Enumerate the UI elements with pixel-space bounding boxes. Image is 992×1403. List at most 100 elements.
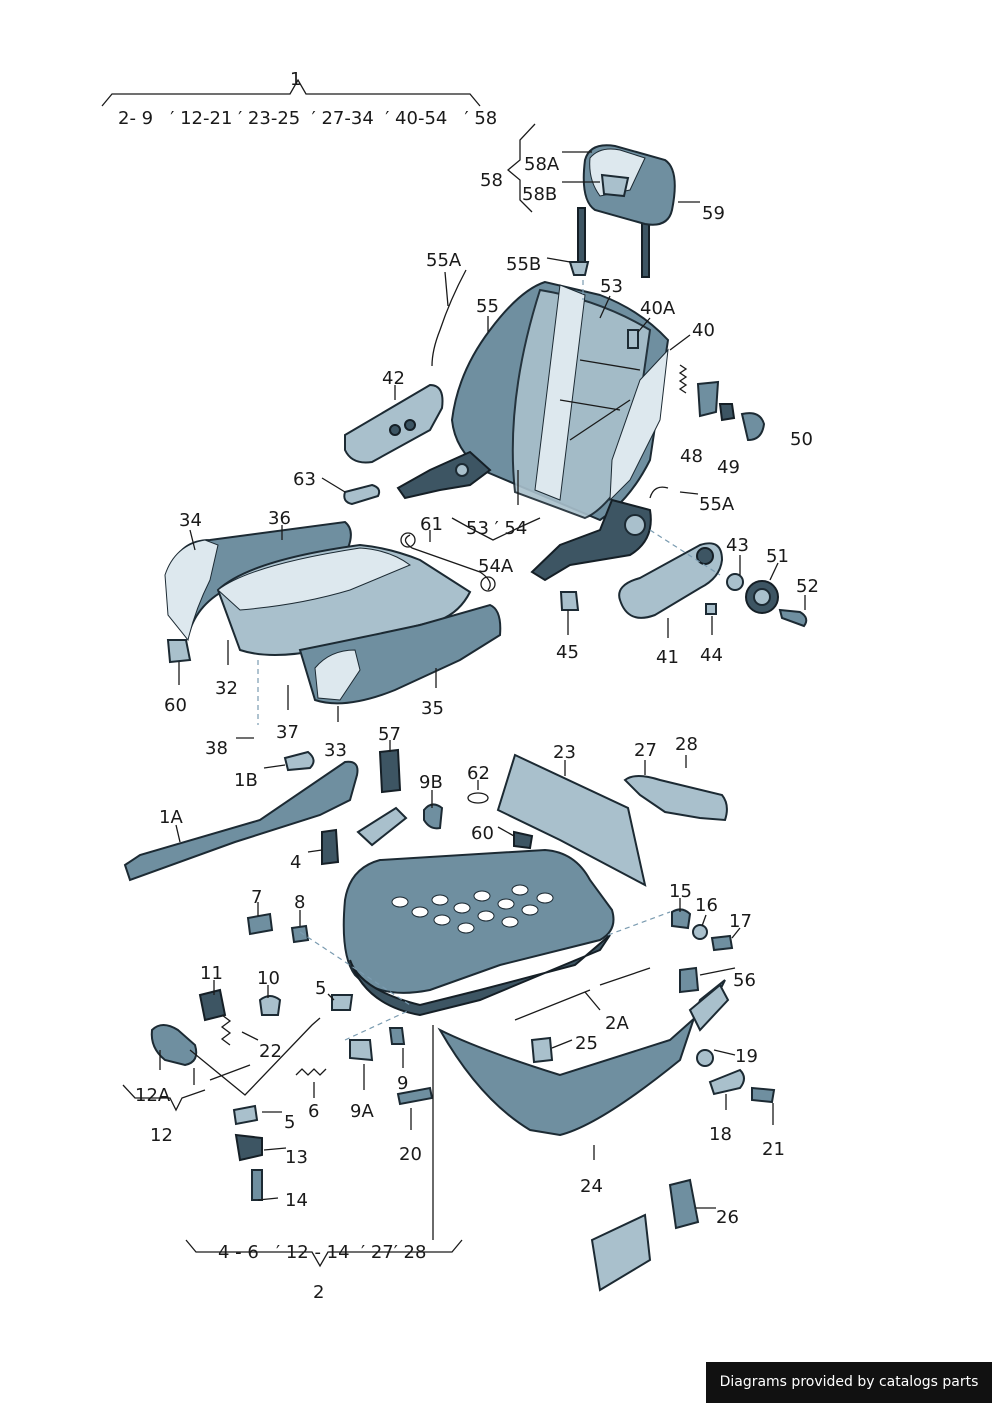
side-34: [164, 539, 219, 642]
guide-sleeve-55b: [568, 261, 590, 276]
label-6: 6: [308, 1101, 319, 1122]
label-56: 56: [733, 970, 756, 991]
screw-20: [396, 1086, 434, 1106]
label-50: 50: [790, 429, 813, 450]
label-23: 23: [553, 742, 576, 763]
wire-55a: [431, 269, 467, 367]
label-20: 20: [399, 1144, 422, 1165]
leader-lines: [122, 151, 806, 1209]
spring-40: [678, 364, 688, 394]
label-40: 40: [692, 320, 715, 341]
label-bottom-number: 2: [313, 1282, 324, 1303]
washer-16: [692, 924, 708, 940]
spring-22: [220, 1014, 232, 1046]
label-41: 41: [656, 647, 679, 668]
label-22: 22: [259, 1041, 282, 1062]
trim-24: [437, 979, 726, 1137]
label-53-54: 53 ′ 54: [466, 518, 527, 539]
label-36: 36: [268, 508, 291, 529]
label-43: 43: [726, 535, 749, 556]
rod-6: [189, 1017, 321, 1096]
recliner-parts: [559, 542, 808, 628]
clip-9b: [423, 803, 444, 830]
label-34: 34: [179, 510, 202, 531]
label-51: 51: [766, 546, 789, 567]
label-5-bottom: 5: [284, 1112, 295, 1133]
bushing-15: [671, 908, 692, 930]
label-2a: 2A: [605, 1013, 629, 1034]
cable-2a: [514, 967, 651, 1021]
label-8: 8: [294, 892, 305, 913]
label-38: 38: [205, 738, 228, 759]
bracket-26: [668, 1178, 700, 1230]
clip-25: [530, 1036, 554, 1064]
headrest: [506, 123, 676, 278]
label-58: 58: [480, 170, 503, 191]
label-60-left: 60: [164, 695, 187, 716]
label-63: 63: [293, 469, 316, 490]
clip-49: [718, 403, 736, 422]
label-25: 25: [575, 1033, 598, 1054]
bolt-52: [778, 608, 808, 628]
bottom-brace: [185, 1025, 463, 1268]
label-bottom-range: 4 - 6 ′ 12 - 14 ′ 27′ 28: [218, 1242, 426, 1263]
label-7: 7: [251, 887, 262, 908]
label-48: 48: [680, 446, 703, 467]
label-14: 14: [285, 1190, 308, 1211]
nut-19: [696, 1049, 714, 1067]
height-mechanism: [150, 912, 434, 1201]
label-55b: 55B: [506, 254, 541, 275]
label-60-mid: 60: [471, 823, 494, 844]
label-55: 55: [476, 296, 499, 317]
clip-10: [258, 995, 282, 1016]
credit-banner: Diagrams provided by catalogs parts: [706, 1362, 992, 1403]
label-54a: 54A: [478, 556, 514, 577]
label-45: 45: [556, 642, 579, 663]
label-52: 52: [796, 576, 819, 597]
clip-60b: [513, 830, 534, 850]
bolt-21: [751, 1086, 776, 1104]
label-44: 44: [700, 645, 723, 666]
label-9a: 9A: [350, 1101, 374, 1122]
label-55a-top: 55A: [426, 250, 462, 271]
label-58b: 58B: [522, 184, 557, 205]
label-26: 26: [716, 1207, 739, 1228]
backrest: [396, 269, 766, 582]
label-19: 19: [735, 1046, 758, 1067]
label-12a: 12A: [135, 1085, 171, 1106]
label-49: 49: [717, 457, 740, 478]
panel-26b: [590, 1213, 652, 1292]
label-1b: 1B: [234, 770, 258, 791]
label-12: 12: [150, 1125, 173, 1146]
side-trim-42: [343, 383, 444, 506]
bracket-4: [321, 828, 340, 866]
label-62: 62: [467, 763, 490, 784]
label-37: 37: [276, 722, 299, 743]
cover-41: [618, 542, 724, 619]
label-top-range: 2- 9 ′ 12-21 ′ 23-25 ′ 27-34 ′ 40-54 ′ 5…: [118, 108, 497, 129]
label-35: 35: [421, 698, 444, 719]
seat-pan: [342, 848, 651, 1021]
clip-7: [246, 912, 274, 936]
clip-5b: [232, 1104, 259, 1126]
nut-8: [290, 924, 310, 944]
label-17: 17: [729, 911, 752, 932]
clip-9a: [349, 1039, 374, 1062]
cap-1b: [283, 750, 315, 772]
cover-18: [708, 1068, 745, 1096]
label-55a-right: 55A: [699, 494, 735, 515]
clip-5a: [331, 994, 354, 1011]
label-42: 42: [382, 368, 405, 389]
lever-11: [198, 988, 227, 1022]
label-10: 10: [257, 968, 280, 989]
bracket-13: [234, 1133, 263, 1162]
label-53: 53: [600, 276, 623, 297]
clip-45: [559, 591, 580, 611]
mount-9b-area: [356, 806, 408, 847]
label-15: 15: [669, 881, 692, 902]
bracket-57: [378, 748, 402, 794]
clip-48: [696, 380, 720, 418]
spring-6: [295, 1068, 327, 1076]
rail-1a: [123, 748, 534, 882]
